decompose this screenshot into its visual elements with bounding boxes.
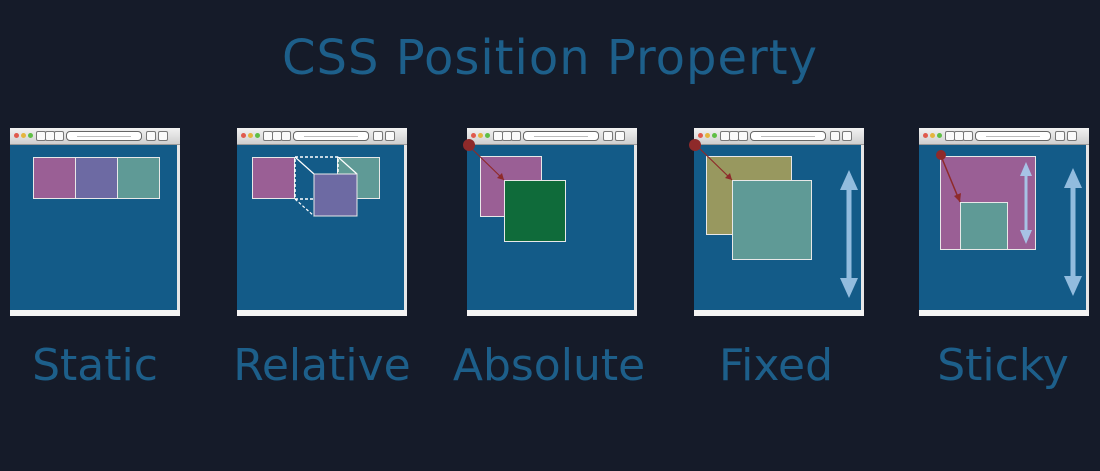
bookmark-button-icon [385, 131, 395, 141]
offset-guide-line [337, 156, 358, 175]
address-bar [523, 131, 599, 141]
close-dot-icon [923, 133, 928, 138]
home-button-icon [963, 131, 973, 141]
offset-arrowhead-icon [725, 173, 732, 180]
address-bar [66, 131, 142, 141]
scrollbar [177, 145, 180, 310]
bookmark-button-icon [842, 131, 852, 141]
home-button-icon [738, 131, 748, 141]
minimize-dot-icon [478, 133, 483, 138]
scrollbar [861, 145, 864, 310]
browser-toolbar [919, 128, 1089, 145]
browser-window-fixed [689, 128, 864, 316]
sticky-child-box [960, 202, 1008, 250]
browser-toolbar [237, 128, 407, 145]
reload-button-icon [603, 131, 613, 141]
absolute-offset-illustration [463, 139, 505, 181]
inner-scroll-arrow-icon [1020, 162, 1032, 244]
label-static: Static [32, 340, 158, 391]
browser-window-static [10, 128, 180, 316]
browser-window-absolute [463, 128, 637, 316]
reload-button-icon [373, 131, 383, 141]
scrollbar [1086, 145, 1089, 310]
origin-marker-icon [463, 139, 475, 151]
scrollbar [634, 145, 637, 310]
static-box-3 [117, 157, 160, 199]
relative-offset-illustration [294, 156, 358, 217]
scrollbar [404, 145, 407, 310]
reload-button-icon [830, 131, 840, 141]
home-button-icon [281, 131, 291, 141]
browser-window-sticky [919, 128, 1089, 316]
window-bottom-bar [919, 310, 1089, 316]
zoom-dot-icon [28, 133, 33, 138]
zoom-dot-icon [485, 133, 490, 138]
bookmark-button-icon [615, 131, 625, 141]
bookmark-button-icon [1067, 131, 1077, 141]
absolute-child-box [504, 180, 566, 242]
window-bottom-bar [237, 310, 407, 316]
close-dot-icon [698, 133, 703, 138]
offset-arrow [696, 145, 733, 181]
minimize-dot-icon [930, 133, 935, 138]
minimize-dot-icon [21, 133, 26, 138]
home-button-icon [54, 131, 64, 141]
origin-marker-icon [936, 150, 946, 160]
zoom-dot-icon [937, 133, 942, 138]
page-title: CSS Position Property [282, 30, 818, 86]
scroll-arrow-icon [1064, 168, 1082, 296]
label-relative: Relative [233, 340, 411, 391]
close-dot-icon [471, 133, 476, 138]
relative-box-1 [252, 157, 295, 199]
minimize-dot-icon [705, 133, 710, 138]
sticky-illustration [936, 150, 1082, 296]
browser-toolbar [10, 128, 180, 145]
origin-marker-icon [689, 139, 701, 151]
relative-box-2 [313, 173, 358, 217]
browser-toolbar [694, 128, 864, 145]
browser-toolbar [467, 128, 637, 145]
address-bar [750, 131, 826, 141]
home-button-icon [511, 131, 521, 141]
label-absolute: Absolute [452, 340, 646, 391]
fixed-illustration [689, 139, 858, 298]
browser-window-relative [237, 128, 407, 316]
address-bar [293, 131, 369, 141]
bookmark-button-icon [158, 131, 168, 141]
offset-arrowhead-icon [954, 193, 961, 202]
label-sticky: Sticky [937, 340, 1069, 391]
offset-guide-line [294, 198, 315, 217]
label-fixed: Fixed [718, 340, 834, 391]
offset-arrowhead-icon [497, 173, 504, 180]
zoom-dot-icon [255, 133, 260, 138]
static-box-1 [33, 157, 76, 199]
window-bottom-bar [10, 310, 180, 316]
offset-arrow [940, 155, 961, 203]
address-bar [975, 131, 1051, 141]
zoom-dot-icon [712, 133, 717, 138]
close-dot-icon [14, 133, 19, 138]
scroll-arrow-icon [840, 170, 858, 298]
window-bottom-bar [467, 310, 637, 316]
offset-guide-line [294, 156, 315, 175]
fixed-front-box [732, 180, 812, 260]
close-dot-icon [241, 133, 246, 138]
reload-button-icon [146, 131, 156, 141]
window-bottom-bar [694, 310, 864, 316]
offset-arrow [469, 146, 505, 181]
static-box-2 [75, 157, 118, 199]
minimize-dot-icon [248, 133, 253, 138]
reload-button-icon [1055, 131, 1065, 141]
